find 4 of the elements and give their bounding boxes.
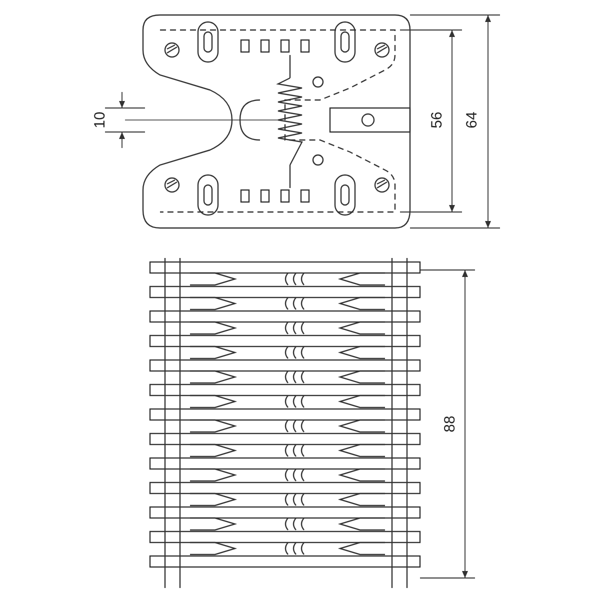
dimension-label: 56 xyxy=(428,112,445,128)
dimension-label: 64 xyxy=(464,112,480,128)
dimension-label: 88 xyxy=(442,416,458,432)
dimension-label: 10 xyxy=(92,112,108,128)
